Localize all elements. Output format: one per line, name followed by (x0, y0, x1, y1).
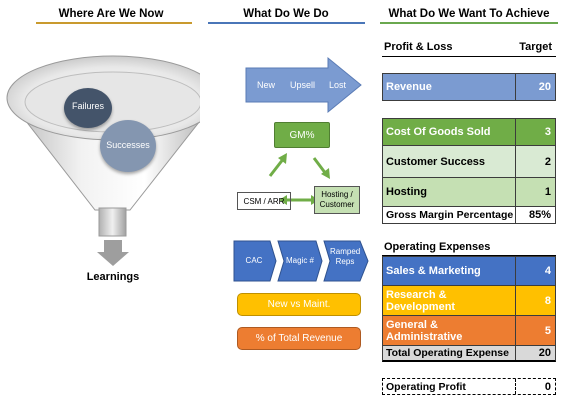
hosting-customer-box: Hosting / Customer (314, 186, 360, 214)
gross-margin-label: Gross Margin Percentage (386, 209, 514, 221)
pipeline-arrow (245, 56, 362, 114)
customer-success-row: Customer Success 2 (382, 145, 556, 178)
operating-profit-row: Operating Profit 0 (382, 378, 556, 395)
header-rule-3 (380, 22, 558, 24)
new-vs-maint-box: New vs Maint. (237, 293, 361, 316)
hosting-label: Hosting (386, 186, 427, 198)
header-rule-2 (208, 22, 365, 24)
funnel-stem (98, 207, 127, 237)
sales-marketing-value: 4 (515, 257, 555, 285)
opex-title-rule (382, 255, 556, 256)
opex-title: Operating Expenses (384, 241, 491, 253)
rnd-value: 8 (515, 286, 555, 315)
operating-profit-label: Operating Profit (386, 380, 466, 393)
sales-chevrons (233, 240, 369, 282)
operating-profit-value: 0 (515, 379, 555, 394)
hosting-row: Hosting 1 (382, 177, 556, 207)
cogs-value: 3 (515, 119, 555, 145)
chevron-magic (277, 240, 323, 282)
header-where-are-we-now: Where Are We Now (58, 8, 164, 20)
funnel-graphic (6, 55, 200, 266)
csm-arr-box: CSM / ARR (237, 192, 291, 210)
gna-row: General & Administrative 5 (382, 315, 556, 346)
total-opex-row: Total Operating Expense 20 (382, 345, 556, 362)
total-opex-value: 20 (515, 346, 555, 360)
revenue-value: 20 (515, 74, 555, 100)
pnl-target-header: Target (519, 41, 552, 53)
customer-success-value: 2 (515, 146, 555, 177)
chevron-cac-label: CAC (245, 256, 263, 265)
header-what-do-we-do: What Do We Do (243, 8, 329, 20)
successes-label: Successes (106, 140, 150, 150)
pct-total-revenue-box: % of Total Revenue (237, 327, 361, 350)
gna-value: 5 (515, 316, 555, 345)
chevron-cac (233, 240, 277, 282)
rnd-label: Research & Development (386, 288, 456, 313)
rnd-row: Research & Development 8 (382, 285, 556, 316)
arrow-item-upsell: Upsell (290, 80, 316, 90)
chevron-magic-label: Magic # (285, 256, 314, 265)
chevron-ramped-label: Ramped Reps (330, 247, 361, 266)
successes-circle (100, 120, 156, 172)
chevron-ramped (323, 240, 369, 282)
pnl-title-rule (382, 56, 556, 57)
total-opex-label: Total Operating Expense (386, 347, 509, 359)
failures-label: Failures (71, 101, 104, 111)
failures-circle (64, 88, 112, 128)
revenue-label: Revenue (386, 81, 432, 93)
cogs-label: Cost Of Goods Sold (386, 126, 491, 138)
gross-margin-row: Gross Margin Percentage 85% (382, 206, 556, 224)
gna-label: General & Administrative (386, 318, 463, 343)
down-arrow-icon (97, 240, 129, 266)
gross-margin-value: 85% (515, 207, 555, 223)
header-what-do-we-want: What Do We Want To Achieve (388, 8, 550, 20)
revenue-row: Revenue 20 (382, 73, 556, 101)
arrow-item-new: New (257, 80, 276, 90)
sales-marketing-row: Sales & Marketing 4 (382, 256, 556, 286)
hosting-value: 1 (515, 178, 555, 206)
header-rule-1 (36, 22, 192, 24)
cogs-row: Cost Of Goods Sold 3 (382, 118, 556, 146)
customer-success-label: Customer Success (386, 155, 486, 168)
learnings-label: Learnings (86, 271, 140, 283)
pnl-title: Profit & Loss (384, 41, 453, 53)
gm-percent-box: GM% (274, 122, 330, 148)
sales-marketing-label: Sales & Marketing (386, 265, 481, 277)
arrow-item-lost: Lost (329, 80, 347, 90)
